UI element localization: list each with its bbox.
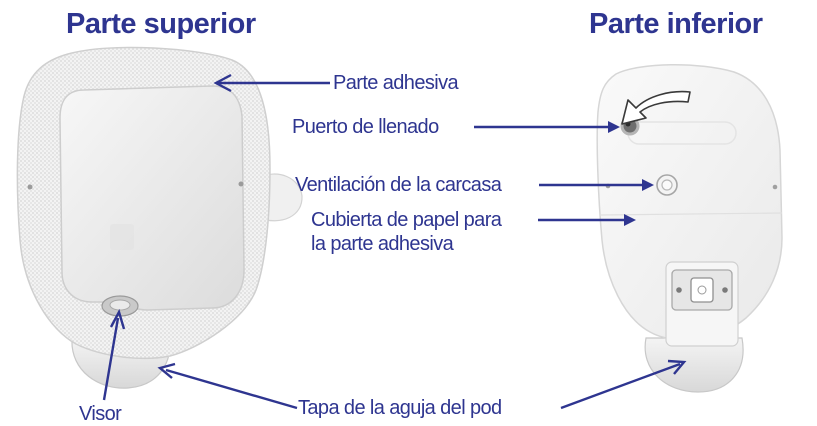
heading-top-view: Parte superior: [66, 8, 256, 40]
pod-bottom-view: [596, 64, 783, 393]
back-hole-right: [772, 184, 778, 190]
needle-cap-bottom: [644, 337, 744, 393]
arrow-needle-cap-right: [560, 359, 687, 410]
label-adhesive: Parte adhesiva: [333, 72, 459, 94]
label-viewer: Visor: [79, 403, 122, 425]
label-housing-vent: Ventilación de la carcasa: [295, 174, 502, 196]
label-paper-cover-line2: la parte adhesiva: [311, 233, 454, 255]
arrow-needle-cap-left: [157, 362, 298, 410]
arrow-viewer: [102, 308, 126, 401]
label-paper-cover-line1: Cubierta de papel para: [311, 209, 502, 231]
arrow-adhesive: [213, 73, 330, 93]
pod-body: [59, 85, 245, 311]
arrow-paper-cover: [538, 214, 636, 226]
adhesive-hole-right: [238, 181, 244, 187]
arrow-fill-port: [474, 121, 620, 133]
needle-mechanism: [665, 261, 739, 347]
label-needle-cap: Tapa de la aguja del pod: [298, 397, 502, 419]
adhesive-hole-left: [27, 184, 33, 190]
label-paper-cover: Cubierta de papel para la parte adhesiva: [311, 208, 502, 256]
body-inner-mark: [110, 224, 134, 250]
paper-cover-seam: [599, 212, 783, 216]
label-fill-port: Puerto de llenado: [292, 116, 439, 138]
arrow-housing-vent: [539, 179, 654, 191]
heading-bottom-view: Parte inferior: [589, 8, 763, 40]
callout-arrows: [102, 73, 687, 410]
pod-top-view: [16, 46, 303, 389]
curved-arrow-icon: [621, 90, 691, 125]
